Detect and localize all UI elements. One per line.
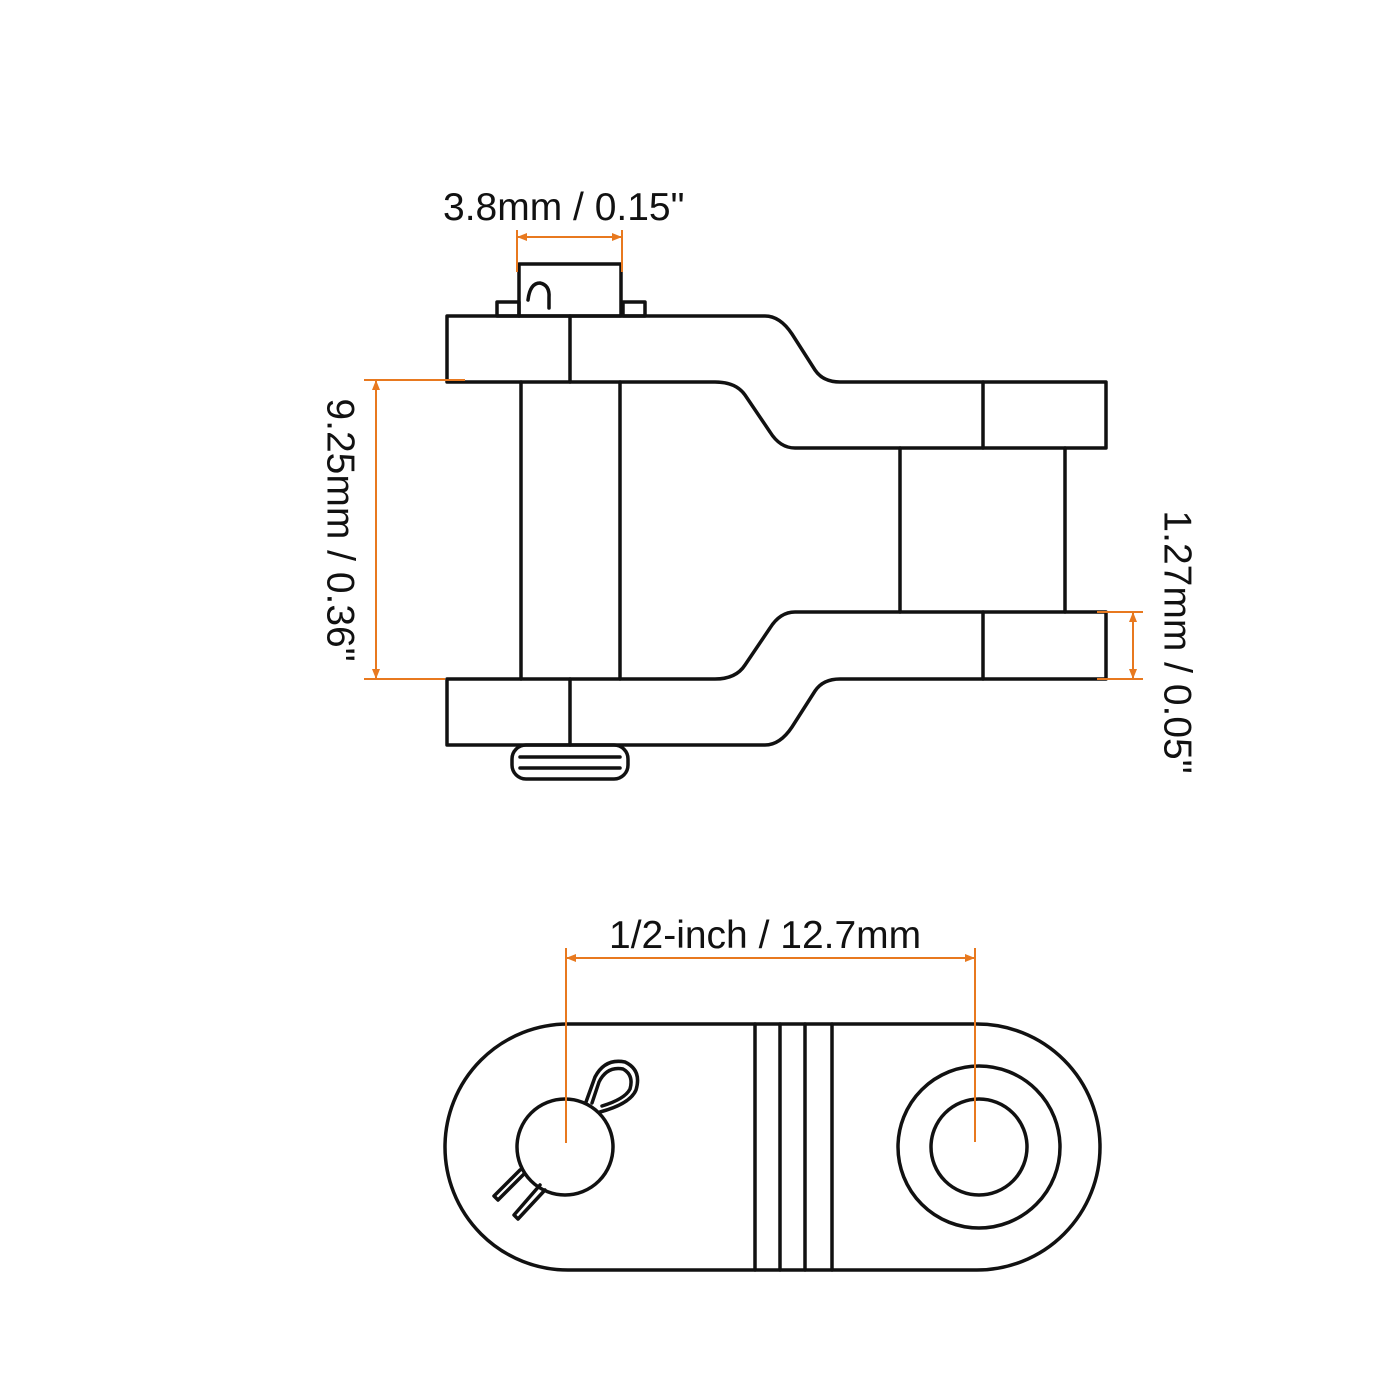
plan-view-link — [443, 1022, 1102, 1272]
side-view-link — [445, 262, 1108, 781]
inner-width-label: 9.25mm / 0.36" — [318, 398, 362, 662]
pin-width-label: 3.8mm / 0.15" — [443, 186, 685, 229]
dimension-lines — [364, 230, 1143, 1143]
cotter-pin-loop — [584, 1059, 640, 1114]
pitch-label: 1/2-inch / 12.7mm — [609, 914, 922, 957]
plate-thickness-label: 1.27mm / 0.05" — [1155, 510, 1199, 774]
